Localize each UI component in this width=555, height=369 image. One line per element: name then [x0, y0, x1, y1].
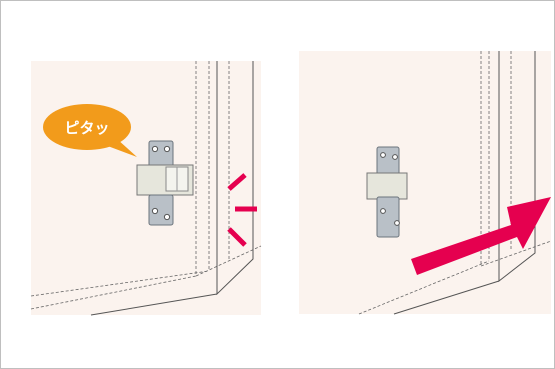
right-panel-background: [299, 51, 551, 314]
speech-bubble: ピタッ: [43, 104, 137, 157]
left-illustration-closed: [30, 61, 262, 316]
impact-lines-icon: [227, 173, 257, 247]
magnetic-catch-icon: [136, 140, 194, 226]
left-illustration-svg: [30, 61, 262, 316]
right-illustration-open: [299, 51, 552, 315]
door-edge-left: [90, 61, 254, 316]
magnetic-catch-icon: [366, 146, 408, 238]
cabinet-outline-left: [30, 61, 262, 310]
open-arrow-icon: [411, 197, 551, 275]
door-edge-right: [393, 51, 536, 315]
callout-text: ピタッ: [64, 119, 109, 137]
right-illustration-svg: [299, 51, 552, 315]
